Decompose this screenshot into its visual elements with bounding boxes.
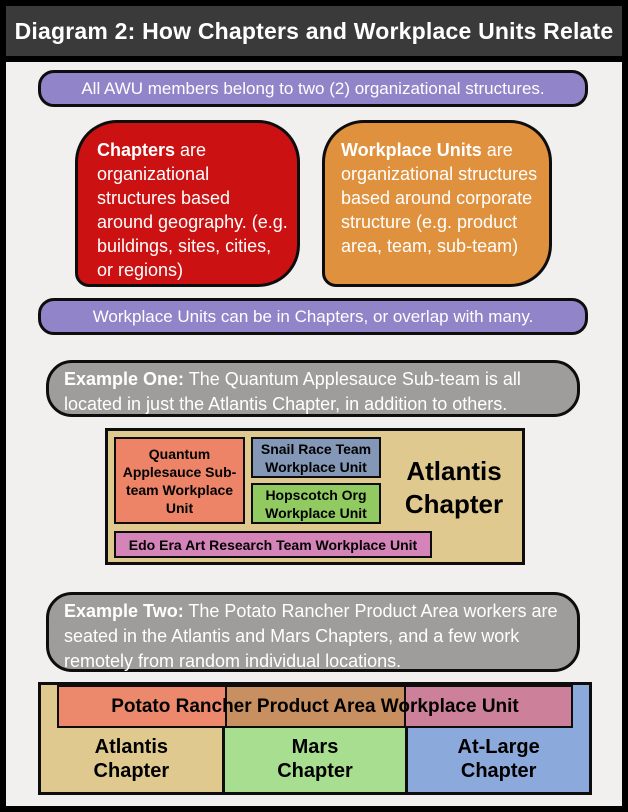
definition-chapters-bubble: Chapters are organizational structures b… [75, 120, 300, 287]
statement-membership: All AWU members belong to two (2) organi… [38, 70, 588, 107]
chapter-atlantis-label: Atlantis Chapter [93, 736, 170, 782]
example-two-text: The Potato Rancher Product Area workers … [64, 601, 558, 671]
definition-workplace-units-text: are organizational structures based arou… [341, 140, 538, 256]
example-one-text: The Quantum Applesauce Sub-team is all l… [64, 369, 521, 414]
hopscotch-org-unit-box: Hopscotch Org Workplace Unit [251, 483, 381, 524]
example-one-lead: Example One: [64, 369, 185, 389]
example-one-callout: Example One: The Quantum Applesauce Sub-… [46, 360, 580, 417]
snail-race-unit-box: Snail Race Team Workplace Unit [251, 437, 381, 478]
quantum-applesauce-unit-box: Quantum Applesauce Sub-team Workplace Un… [114, 437, 245, 524]
chapter-mars-label: Mars Chapter [277, 736, 353, 782]
definition-workplace-units-lead: Workplace Units [341, 140, 482, 160]
edo-era-unit-box: Edo Era Art Research Team Workplace Unit [114, 531, 432, 558]
definition-chapters-text: are organizational structures based arou… [97, 140, 288, 280]
page-title: Diagram 2: How Chapters and Workplace Un… [6, 6, 622, 56]
potato-bar-over-at-large [406, 687, 571, 726]
chapter-at-large-label: At-Large Chapter [457, 736, 540, 782]
statement-overlap: Workplace Units can be in Chapters, or o… [38, 298, 588, 335]
potato-rancher-unit-bar: Potato Rancher Product Area Workplace Un… [57, 685, 573, 728]
atlantis-chapter-diagram: Quantum Applesauce Sub-team Workplace Un… [105, 428, 525, 565]
example-two-callout: Example Two: The Potato Rancher Product … [46, 592, 580, 672]
atlantis-chapter-label: Atlantis Chapter [404, 456, 504, 519]
definition-workplace-units-bubble: Workplace Units are organizational struc… [322, 120, 552, 287]
example-two-lead: Example Two: [64, 601, 184, 621]
potato-rancher-unit-label: Potato Rancher Product Area Workplace Un… [111, 695, 519, 717]
diagram-body: All AWU members belong to two (2) organi… [6, 62, 622, 806]
potato-bar-over-atlantis [59, 687, 225, 726]
definition-chapters-lead: Chapters [97, 140, 176, 160]
overlap-diagram: Atlantis Chapter Mars Chapter At-Large C… [38, 682, 592, 795]
potato-bar-over-mars [224, 687, 407, 726]
